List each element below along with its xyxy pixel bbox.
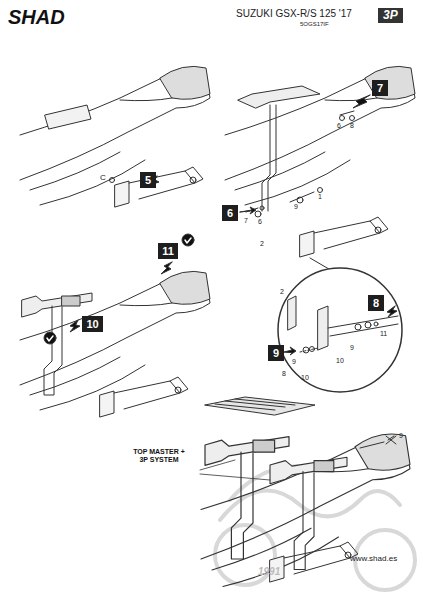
callout-number: 11	[380, 330, 387, 338]
callout-number: 1991	[258, 566, 280, 577]
callout-number: 10	[336, 357, 344, 365]
model-title: SUZUKI GSX-R/S 125 '17	[236, 8, 352, 19]
callout-number: 7	[244, 217, 248, 225]
step-text: 8	[373, 297, 379, 309]
brand-logo: SHAD	[8, 6, 65, 28]
step-number: 10	[82, 316, 103, 332]
step-text: 7	[377, 82, 383, 94]
callout-number: 5OGS17IF	[300, 21, 329, 28]
callout-number: 1	[318, 193, 322, 201]
step-text: 5	[145, 174, 151, 186]
callout-number: www.shad.es	[350, 555, 397, 564]
system-label: TOP MASTER + 3P SYSTEM	[128, 448, 190, 463]
callout-number: 9	[294, 203, 298, 211]
callout-number: 6	[258, 218, 262, 226]
step-text: 9	[273, 347, 279, 359]
callout-number: 9	[399, 432, 403, 440]
step-number: 6	[222, 205, 238, 221]
callout-number: 9	[350, 344, 354, 352]
callout-number: 6	[337, 122, 341, 130]
step-text: 11	[162, 245, 174, 257]
step-text: 10	[86, 318, 98, 330]
callout-number: C	[100, 174, 106, 183]
callout-number: 8	[282, 370, 286, 378]
step-number: 11	[158, 243, 178, 259]
callout-number: 8	[350, 122, 354, 130]
step-number: 8	[368, 295, 384, 311]
callout-number: 9	[292, 358, 296, 366]
callout-number: 10	[301, 374, 309, 382]
step-number: 9	[268, 345, 284, 361]
step-number: 5	[140, 172, 156, 188]
callout-number: 2	[260, 240, 264, 248]
callout-number: 3P	[378, 8, 403, 23]
step-text: 6	[227, 207, 233, 219]
step-number: 7	[372, 80, 388, 96]
callout-number: 2	[280, 288, 284, 296]
